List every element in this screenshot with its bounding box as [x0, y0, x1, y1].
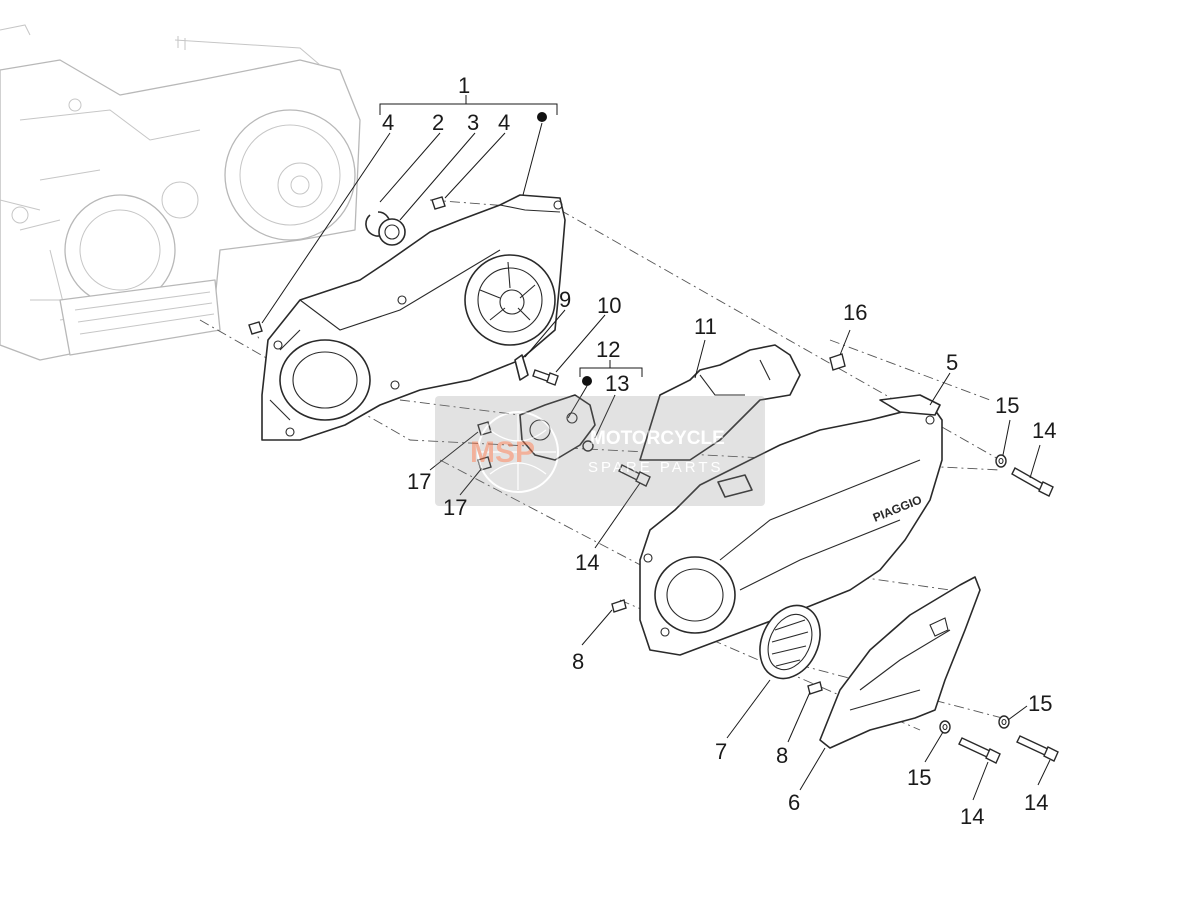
part-number-5: 5 — [946, 350, 958, 375]
washer — [995, 454, 1007, 468]
part-number-16: 16 — [843, 300, 867, 325]
group-bullet — [582, 376, 592, 386]
washer — [998, 715, 1010, 729]
watermark-subtitle: SPARE PARTS — [588, 459, 724, 476]
bolt — [958, 737, 1001, 764]
leader-lines — [261, 95, 1051, 801]
clip — [514, 354, 529, 381]
part-number-4: 4 — [382, 110, 394, 135]
part-number-1: 1 — [458, 73, 470, 98]
part-number-10: 10 — [597, 293, 621, 318]
part-number-2: 2 — [432, 110, 444, 135]
part-number-15: 15 — [1028, 691, 1052, 716]
decorative-side-cover — [819, 576, 981, 749]
part-number-15: 15 — [995, 393, 1019, 418]
part-number-14: 14 — [1024, 790, 1048, 815]
watermark-logo: MSP — [470, 436, 535, 469]
screw — [532, 369, 559, 386]
part-number-3: 3 — [467, 110, 479, 135]
part-number-17: 17 — [443, 495, 467, 520]
part-labels: 1 4 2 3 4 9 10 11 16 5 12 13 15 14 17 17… — [382, 73, 1056, 829]
part-number-14: 14 — [960, 804, 984, 829]
screw — [807, 681, 823, 695]
part-number-15: 15 — [907, 765, 931, 790]
inner-crankcase-cover — [261, 194, 566, 441]
bracket — [519, 394, 596, 461]
sound-insulation-pad — [639, 344, 801, 461]
engine-block-background — [0, 24, 361, 361]
air-intake-grille — [759, 604, 821, 680]
part-number-8: 8 — [776, 743, 788, 768]
part-number-4: 4 — [498, 110, 510, 135]
part-number-14: 14 — [1032, 418, 1056, 443]
part-number-13: 13 — [605, 371, 629, 396]
screw — [611, 599, 627, 613]
part-number-17: 17 — [407, 469, 431, 494]
watermark-title: MOTORCYCLE — [590, 428, 725, 449]
washer — [939, 720, 951, 734]
part-number-7: 7 — [715, 739, 727, 764]
group-bullet — [537, 112, 547, 122]
part-number-11: 11 — [694, 314, 717, 339]
bolt — [1011, 467, 1054, 497]
screw — [829, 353, 846, 371]
watermark: MSP MOTORCYCLE SPARE PARTS — [435, 396, 765, 506]
nut — [582, 440, 594, 452]
outer-transmission-cover: PIAGGIO — [639, 394, 943, 656]
part-number-6: 6 — [788, 790, 800, 815]
dowel-pin — [431, 196, 446, 210]
bearing — [378, 218, 406, 246]
part-number-8: 8 — [572, 649, 584, 674]
part-number-12: 12 — [596, 337, 620, 362]
bolt — [618, 464, 651, 487]
bolt — [1016, 735, 1059, 762]
part-number-14: 14 — [575, 550, 599, 575]
part-number-9: 9 — [559, 287, 571, 312]
dowel-pin — [248, 321, 263, 335]
